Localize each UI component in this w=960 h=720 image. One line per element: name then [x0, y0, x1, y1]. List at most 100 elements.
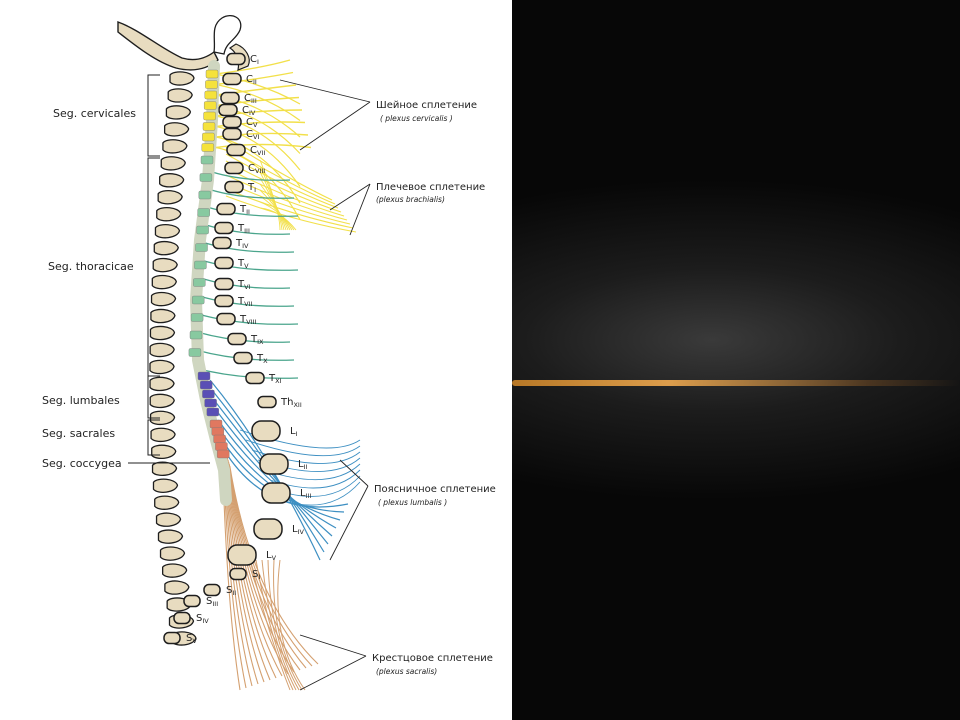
vertebra-label: SII [226, 585, 236, 597]
vertebra-label: TV [237, 258, 249, 270]
cervical-segment [203, 111, 216, 121]
vertebral-body [226, 52, 246, 66]
vertebra-label: TX [256, 353, 268, 365]
illustration-panel: Seg. cervicales Seg. thoracicae Seg. lum… [0, 0, 512, 720]
vertebra-label: CV [246, 117, 258, 129]
vertebral-arch [169, 71, 195, 86]
segment-label-cervicales: Seg. cervicales [53, 107, 136, 120]
plexus-leader-line [279, 79, 371, 103]
vertebra-label: LII [298, 459, 307, 471]
vertebral-arch [156, 207, 182, 222]
plexus-leader-line [299, 634, 367, 657]
segment-bracket [147, 375, 160, 419]
vertebra-letter: T [237, 223, 245, 234]
thoracic-nerve [198, 295, 295, 307]
vertebra-label: SV [186, 633, 197, 645]
vertebral-body [222, 72, 242, 86]
vertebra-letter: S [186, 633, 192, 644]
vertebra-letter: C [250, 54, 257, 65]
vertebra-letter: C [248, 163, 255, 174]
thoracic-nerve [202, 223, 291, 235]
vertebral-body [224, 161, 244, 175]
plexus-name-cervical: Шейное сплетение [376, 100, 477, 111]
lumbar-nerve [217, 419, 337, 529]
vertebra-letter: C [246, 129, 253, 140]
vertebral-body [251, 420, 281, 442]
vertebra-label: LI [290, 426, 298, 438]
vertebral-arch [165, 105, 192, 120]
vertebra-letter: T [239, 314, 247, 325]
thoracic-nerve [203, 205, 299, 217]
vertebra-letter: L [290, 426, 296, 437]
segment-brackets [128, 74, 210, 464]
sacral-nerve [277, 559, 306, 691]
cervical-nerve [215, 143, 312, 149]
brainstem-top [213, 15, 242, 55]
vertebra-label: ThXII [280, 397, 302, 409]
vertebra-label: CIII [244, 93, 257, 105]
vertebral-arch [151, 274, 177, 290]
vertebral-body [163, 631, 181, 645]
vertebra-subscript: VIII [255, 167, 265, 175]
vertebra-letter: T [268, 373, 276, 384]
vertebra-letter: S [206, 596, 212, 607]
vertebra-subscript: IV [202, 617, 209, 625]
plexus-leader-lines [279, 79, 371, 691]
vertebral-body [222, 127, 242, 141]
sacral-nerve [267, 559, 300, 691]
vertebral-body [220, 91, 240, 105]
vertebral-body [214, 221, 234, 235]
sacral-nerve [229, 465, 319, 665]
vertebral-arch [151, 461, 178, 476]
vertebral-body [259, 453, 289, 475]
vertebral-arch [149, 393, 175, 409]
vertebra-label: TIV [235, 238, 249, 250]
vertebral-body [227, 332, 247, 346]
vertebra-subscript: I [257, 58, 259, 66]
vertebral-body [183, 594, 201, 608]
sacral-nerve [273, 559, 303, 691]
vertebra-subscript: III [306, 492, 312, 500]
vertebral-column [117, 15, 291, 646]
vertebra-subscript: VII [257, 149, 265, 157]
vertebral-arch [155, 512, 182, 527]
vertebra-subscript: V [253, 121, 258, 129]
vertebral-arch [154, 223, 181, 239]
spinal-cord [188, 60, 232, 506]
vertebral-arch [157, 190, 183, 205]
sacral-nerve [227, 459, 301, 671]
vertebral-arch [159, 173, 185, 188]
vertebra-letter: L [298, 459, 304, 470]
vertebra-labels: CICIICIIICIVCVCVICVIICVIIITITIITIIITIVTV… [186, 54, 311, 645]
sacral-nerve [249, 559, 291, 691]
vertebra-subscript: IX [257, 338, 264, 346]
vertebra-subscript: VI [253, 133, 259, 141]
vertebra-label: SI [252, 569, 260, 581]
vertebra-label: CVI [246, 129, 259, 141]
vertebral-arch [160, 156, 186, 171]
vertebra-label: CVII [250, 145, 265, 157]
vertebral-body [216, 312, 236, 326]
sacral-nerve [261, 559, 297, 691]
vertebral-arch [149, 359, 175, 375]
vertebral-arch [152, 257, 178, 273]
vertebral-arch [167, 88, 193, 103]
vertebra-letter: L [292, 524, 298, 535]
accent-line [512, 380, 960, 386]
occipital-bone [117, 21, 219, 71]
vertebra-subscript: III [212, 600, 218, 608]
vertebral-arch [162, 563, 188, 578]
vertebral-body [214, 294, 234, 308]
vertebra-subscript: XII [293, 401, 301, 409]
vertebral-body [173, 611, 191, 625]
vertebral-arch [149, 376, 175, 392]
lumbar-segment [202, 389, 215, 399]
vertebral-arch [149, 410, 176, 426]
vertebral-body [224, 180, 244, 194]
vertebra-subscript: III [244, 227, 250, 235]
brachial-nerve [259, 189, 291, 231]
lumbar-segment [204, 398, 217, 408]
cervical-segment [202, 132, 215, 142]
vertebra-subscript: I [258, 573, 260, 581]
